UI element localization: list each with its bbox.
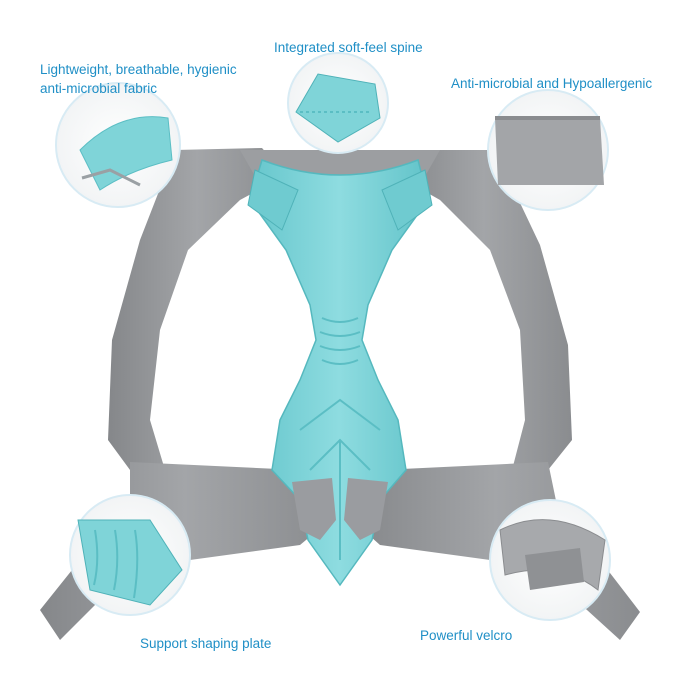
left-grip-strap: [292, 478, 336, 540]
circle-spine-detail: [287, 52, 389, 154]
antimicrobial-callout: Anti-microbial and Hypoallergenic: [451, 76, 653, 91]
circle-fabric-detail: [55, 82, 181, 208]
fabric-callout-line1: Lightweight, breathable, hygienic: [40, 62, 237, 77]
fabric-callout-line2: anti-microbial fabric: [40, 81, 158, 96]
spine-plate: [249, 158, 429, 587]
right-shoulder-strap: [396, 150, 572, 470]
fabric-callout: Lightweight, breathable, hygienic anti-m…: [40, 60, 237, 98]
circle-plate-detail: [69, 494, 191, 616]
spine-ribs: [299, 317, 381, 560]
right-shoulder-pad: [381, 169, 433, 231]
left-shoulder-pad: [247, 169, 299, 231]
right-grip-strap: [344, 478, 388, 540]
circle-fabric-texture-detail: [487, 89, 609, 211]
spine-callout: Integrated soft-feel spine: [274, 40, 423, 55]
plate-callout: Support shaping plate: [140, 636, 272, 651]
velcro-callout: Powerful velcro: [420, 628, 513, 643]
left-shoulder-strap: [108, 148, 286, 470]
circle-velcro-detail: [489, 499, 611, 621]
